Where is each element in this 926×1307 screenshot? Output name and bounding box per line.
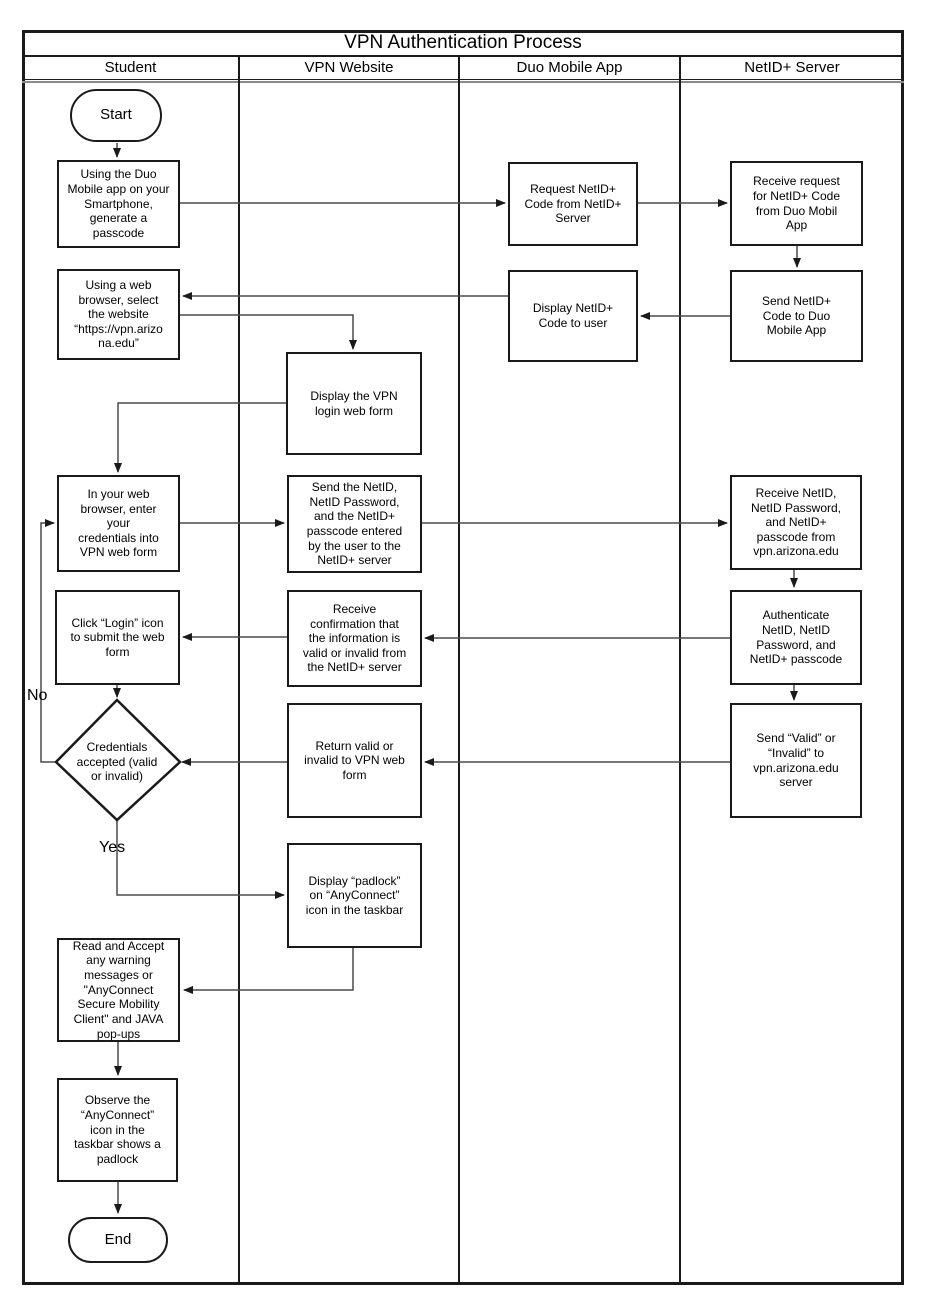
node-open-vpn-website: Using a web browser, select the website … xyxy=(57,269,180,360)
node-display-padlock-icon: Display “padlock” on “AnyConnect” icon i… xyxy=(287,843,422,948)
node-display-code: Display NetID+ Code to user xyxy=(508,270,638,362)
lane-header-netid-server: NetID+ Server xyxy=(744,59,840,76)
connector-decision-no-loop xyxy=(40,519,56,763)
connector-decision-yes-to-display-padlock xyxy=(116,820,285,899)
branch-label-no: No xyxy=(27,687,48,704)
node-receive-request: Receive request for NetID+ Code from Duo… xyxy=(730,161,863,246)
header-divider-shadow xyxy=(22,81,904,83)
lane-header-student: Student xyxy=(104,59,157,76)
connector-login-form-to-enter-credentials xyxy=(114,402,286,473)
node-send-netid-info: Send the NetID, NetID Password, and the … xyxy=(287,475,422,573)
chart-frame xyxy=(22,30,904,1285)
node-end-terminator: End xyxy=(68,1217,168,1263)
node-credentials-accepted: Credentials accepted (valid or invalid) xyxy=(76,740,158,784)
node-observe-padlock: Observe the “AnyConnect” icon in the tas… xyxy=(57,1078,178,1182)
node-send-code: Send NetID+ Code to Duo Mobile App xyxy=(730,270,863,362)
node-request-code: Request NetID+ Code from NetID+ Server xyxy=(508,162,638,246)
lane-header-vpn-website: VPN Website xyxy=(304,59,394,76)
lane-divider-1 xyxy=(238,56,240,1285)
lane-divider-3 xyxy=(679,56,681,1285)
connector-display-padlock-to-read-accept xyxy=(183,948,354,994)
node-receive-netid-info: Receive NetID, NetID Password, and NetID… xyxy=(730,475,862,570)
connector-open-website-to-login-form xyxy=(180,314,357,350)
header-divider xyxy=(22,79,904,80)
node-return-valid-invalid: Return valid or invalid to VPN web form xyxy=(287,703,422,818)
lane-divider-2 xyxy=(458,56,460,1285)
node-generate-passcode: Using the Duo Mobile app on your Smartph… xyxy=(57,160,180,248)
node-click-login: Click “Login” icon to submit the web for… xyxy=(55,590,180,685)
decision-diamond xyxy=(54,698,182,822)
node-receive-confirmation: Receive confirmation that the informatio… xyxy=(287,590,422,687)
node-start-terminator: Start xyxy=(70,89,162,142)
chart-title: VPN Authentication Process xyxy=(22,30,904,57)
node-read-accept-popups: Read and Accept any warning messages or … xyxy=(57,938,180,1042)
node-authenticate: Authenticate NetID, NetID Password, and … xyxy=(730,590,862,685)
node-send-valid-invalid: Send “Valid” or “Invalid” to vpn.arizona… xyxy=(730,703,862,818)
lane-header-duo-mobile-app: Duo Mobile App xyxy=(516,59,623,76)
node-enter-credentials: In your web browser, enter your credenti… xyxy=(57,475,180,572)
node-display-login-form: Display the VPN login web form xyxy=(286,352,422,455)
branch-label-yes: Yes xyxy=(99,839,126,856)
